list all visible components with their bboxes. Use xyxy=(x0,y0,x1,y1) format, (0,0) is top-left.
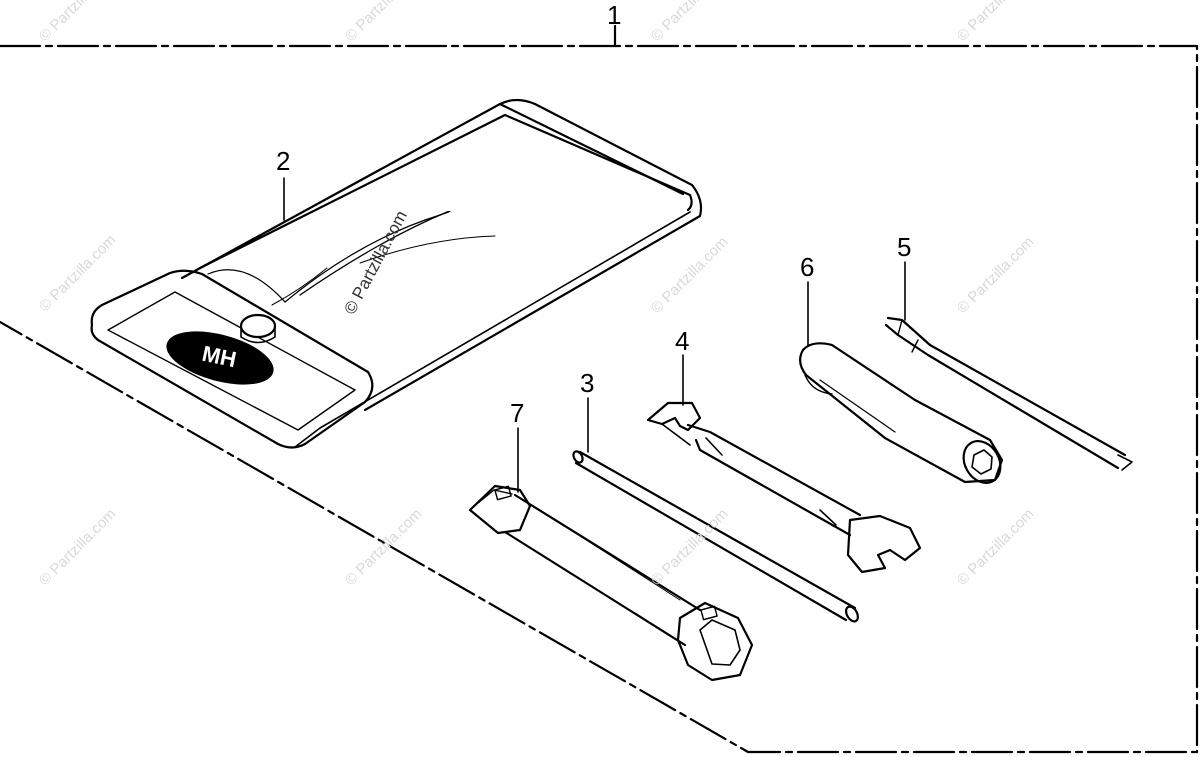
open-end-wrench xyxy=(646,401,922,574)
callout-7: 7 xyxy=(510,398,525,428)
leader-lines xyxy=(283,177,906,493)
callout-4: 4 xyxy=(675,326,690,356)
callout-6: 6 xyxy=(800,252,815,282)
assembly-frame xyxy=(0,24,1199,754)
screwdriver-shaft xyxy=(884,316,1133,471)
screwdriver-handle xyxy=(799,342,1004,484)
handle-bar xyxy=(572,450,859,623)
box-wrench-tool xyxy=(468,484,754,682)
tool-pouch xyxy=(90,98,703,449)
callout-3: 3 xyxy=(580,368,595,398)
callout-1: 1 xyxy=(607,0,622,30)
callout-2: 2 xyxy=(276,146,291,176)
callout-5: 5 xyxy=(897,232,912,262)
